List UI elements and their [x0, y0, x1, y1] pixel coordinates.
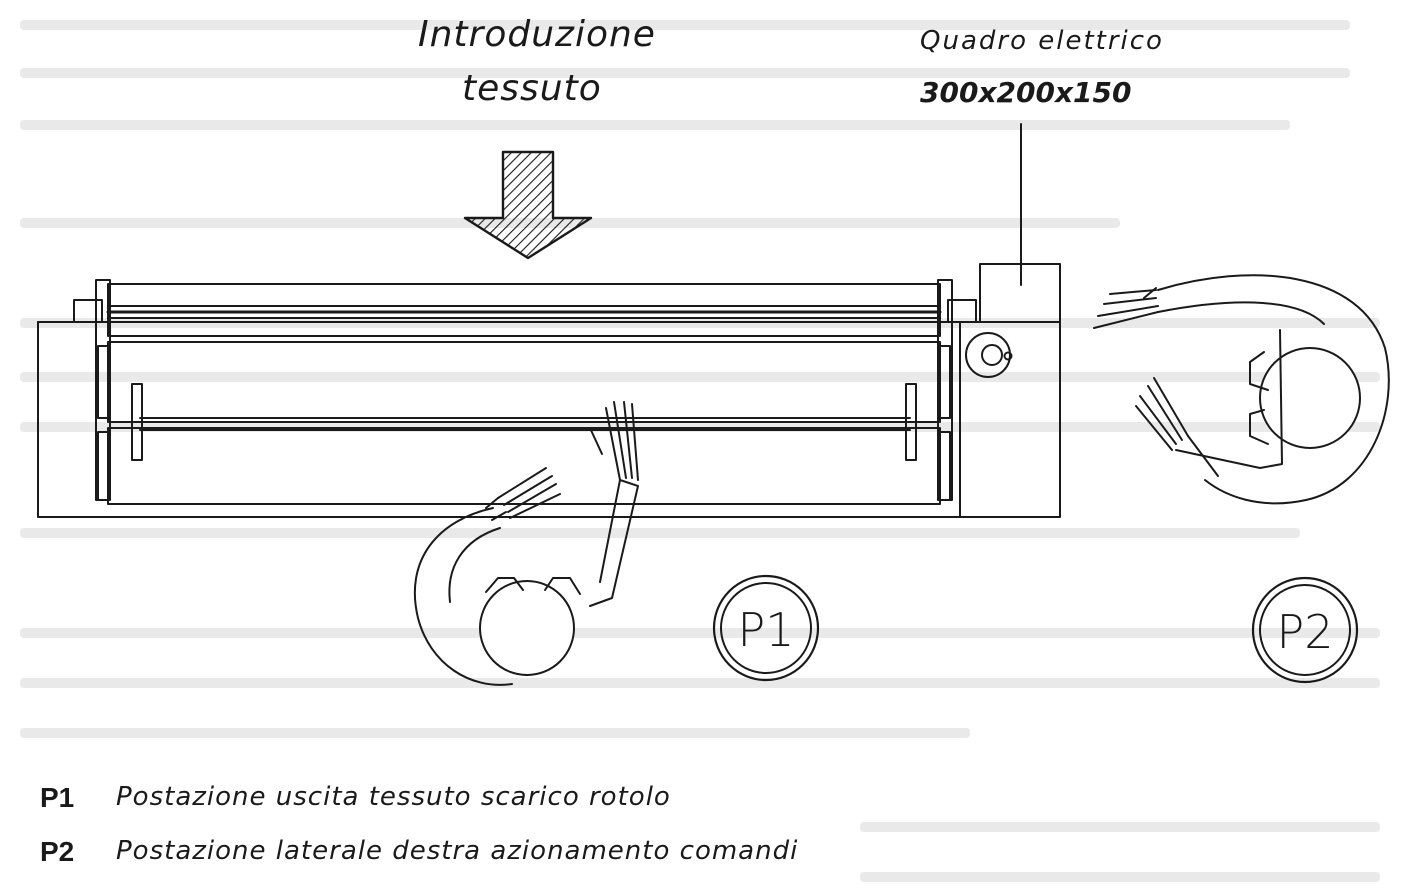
station-label-p1: P1: [737, 603, 794, 657]
panel-title: Quadro elettrico: [920, 26, 1164, 56]
operator-icon: [1093, 274, 1390, 505]
station-label-p2: P2: [1276, 605, 1333, 659]
legend-text-p1: Postazione uscita tessuto scarico rotolo: [116, 782, 671, 812]
machine-frame: [37, 279, 1061, 518]
legend-text-p2: Postazione laterale destra azionamento c…: [116, 836, 799, 866]
operator-icon: [413, 401, 639, 686]
bottom-roller: [97, 427, 951, 505]
middle-roller: [97, 341, 951, 423]
ghost-text-line: [20, 68, 1350, 78]
ghost-text-line: [860, 822, 1380, 832]
feed-roller: [106, 283, 942, 337]
arrow-down-icon: [463, 150, 593, 260]
panel-size: 300x200x150: [920, 76, 1132, 109]
intro-label-line1: Introduzione: [418, 14, 656, 55]
winding-shaft: [131, 383, 917, 461]
ghost-text-line: [20, 628, 1380, 638]
ghost-text-line: [20, 20, 1350, 30]
intro-label-line2: tessuto: [462, 68, 602, 109]
ghost-text-line: [20, 120, 1290, 130]
control-knob-icon: [965, 332, 1013, 378]
ghost-text-line: [20, 372, 1380, 382]
station-badge-p2: [1251, 576, 1359, 684]
ghost-text-line: [20, 678, 1380, 688]
ghost-text-line: [20, 528, 1300, 538]
legend-key-p1: P1: [40, 782, 75, 813]
legend-key-p2: P2: [40, 836, 75, 867]
electrical-panel: [959, 123, 1061, 518]
ghost-text-line: [20, 728, 970, 738]
station-badge-p1: [712, 574, 820, 682]
ghost-text-line: [860, 872, 1380, 882]
